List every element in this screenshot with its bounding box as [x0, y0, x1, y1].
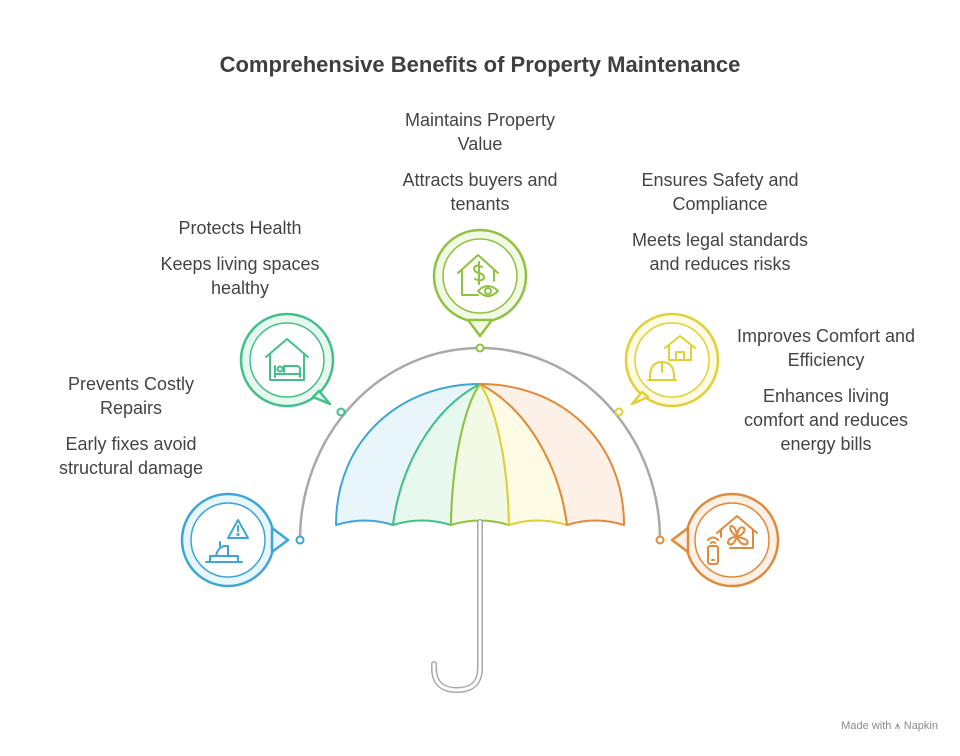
umbrella-handle-outline	[431, 519, 483, 694]
bubble-3	[432, 228, 528, 338]
benefit-heading-4: Ensures Safety and Compliance	[641, 170, 799, 214]
canopy-segment-5	[479, 383, 625, 526]
benefit-description-1: Early fixes avoid structural damage	[58, 434, 204, 478]
arc-dots	[295, 343, 665, 545]
bubble-2	[239, 312, 335, 408]
bubble-5	[670, 492, 780, 588]
benefit-label-2: Protects Health Keeps living spaces heal…	[150, 216, 330, 300]
house-fan-phone-icon	[707, 515, 758, 565]
benefit-description-3: Attracts buyers and tenants	[402, 170, 558, 214]
house-dollar-eye-icon	[457, 254, 499, 297]
made-with-text: Made with	[841, 720, 892, 732]
benefit-label-3: Maintains Property Value Attracts buyers…	[400, 108, 560, 216]
benefit-description-4: Meets legal standards and reduces risks	[631, 230, 809, 274]
home-bed-icon	[265, 338, 309, 381]
benefit-heading-5: Improves Comfort and Efficiency	[736, 326, 916, 370]
made-with-napkin-footer: Made with ⩚ Napkin	[841, 720, 938, 733]
warning-repair-icon	[205, 519, 249, 563]
arc-dot-2	[336, 407, 346, 417]
napkin-logo-icon: ⩚	[894, 720, 901, 732]
house-hardhat-icon	[647, 335, 696, 381]
benefit-heading-2: Protects Health	[178, 218, 302, 238]
diagram-title: Comprehensive Benefits of Property Maint…	[219, 52, 741, 77]
benefit-label-5: Improves Comfort and Efficiency Enhances…	[736, 324, 916, 456]
benefit-heading-3: Maintains Property Value	[404, 110, 556, 154]
benefit-heading-1: Prevents Costly Repairs	[67, 374, 195, 418]
bubble-1	[180, 492, 290, 588]
benefit-label-4: Ensures Safety and Compliance Meets lega…	[630, 168, 810, 276]
umbrella-canopy	[335, 383, 625, 526]
benefit-description-5: Enhances living comfort and reduces ener…	[743, 386, 909, 454]
benefit-label-1: Prevents Costly Repairs Early fixes avoi…	[36, 372, 226, 480]
napkin-brand-text: Napkin	[903, 720, 938, 732]
arc-dot-3	[475, 343, 485, 353]
arc-dot-1	[295, 535, 305, 545]
umbrella-handle	[432, 520, 482, 692]
arc-dot-5	[655, 535, 665, 545]
bubble-4	[624, 312, 720, 408]
benefit-description-2: Keeps living spaces healthy	[160, 254, 320, 298]
arc-dot-4	[614, 407, 624, 417]
